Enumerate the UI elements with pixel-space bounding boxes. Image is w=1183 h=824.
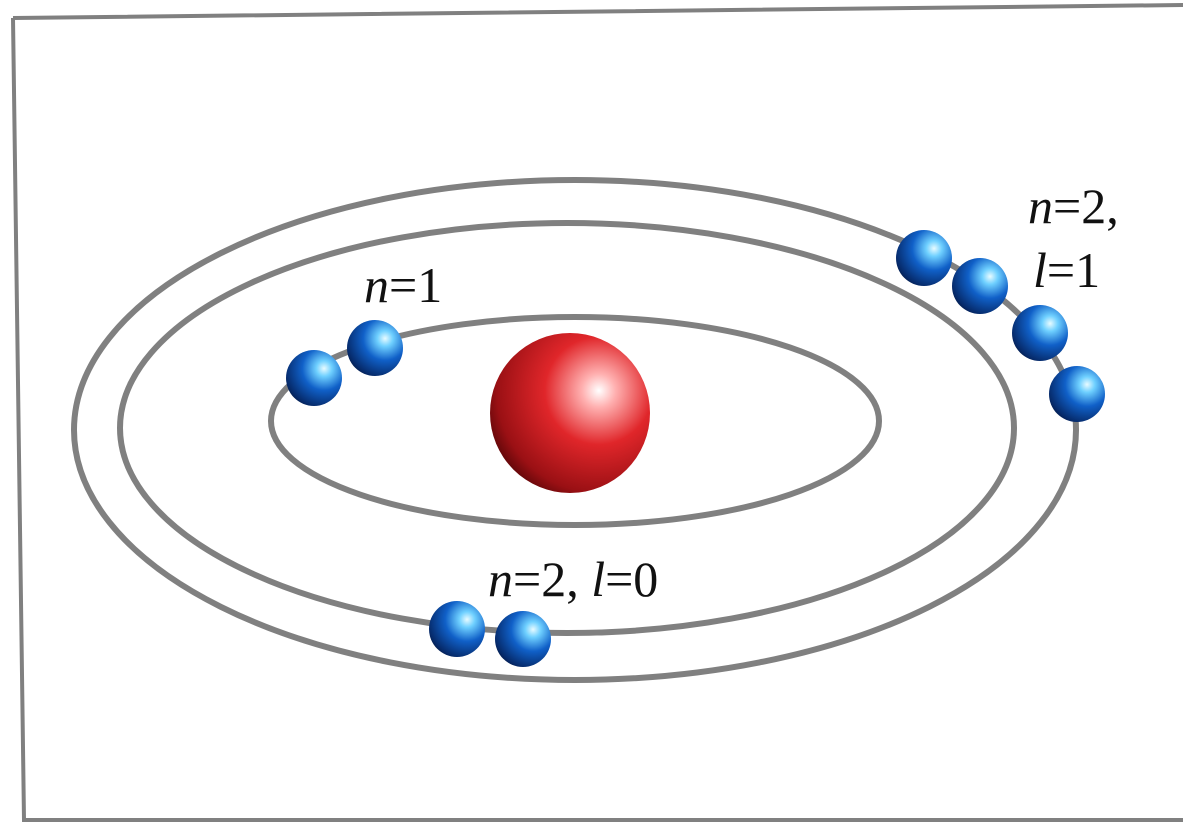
electron bbox=[286, 350, 342, 406]
electrons-n2-l0 bbox=[429, 601, 551, 667]
electron bbox=[896, 230, 952, 286]
label-n2-l1-line1: n=2, bbox=[1028, 178, 1119, 234]
electrons-n1 bbox=[286, 320, 403, 406]
electron bbox=[429, 601, 485, 657]
orbit-n1 bbox=[268, 314, 882, 528]
electron bbox=[495, 611, 551, 667]
electron bbox=[347, 320, 403, 376]
orbit-n2-l1 bbox=[71, 177, 1079, 683]
orbit-n2-l0 bbox=[117, 220, 1017, 636]
label-n1: n=1 bbox=[364, 257, 442, 313]
diagram-frame bbox=[11, 3, 1183, 822]
electron bbox=[1012, 305, 1068, 361]
nucleus bbox=[490, 333, 650, 493]
label-n2-l0: n=2, l=0 bbox=[488, 551, 658, 607]
electrons-n2-l1 bbox=[896, 230, 1105, 422]
electron bbox=[952, 258, 1008, 314]
label-n2-l1-line2: l=1 bbox=[1033, 242, 1100, 298]
electron bbox=[1049, 366, 1105, 422]
